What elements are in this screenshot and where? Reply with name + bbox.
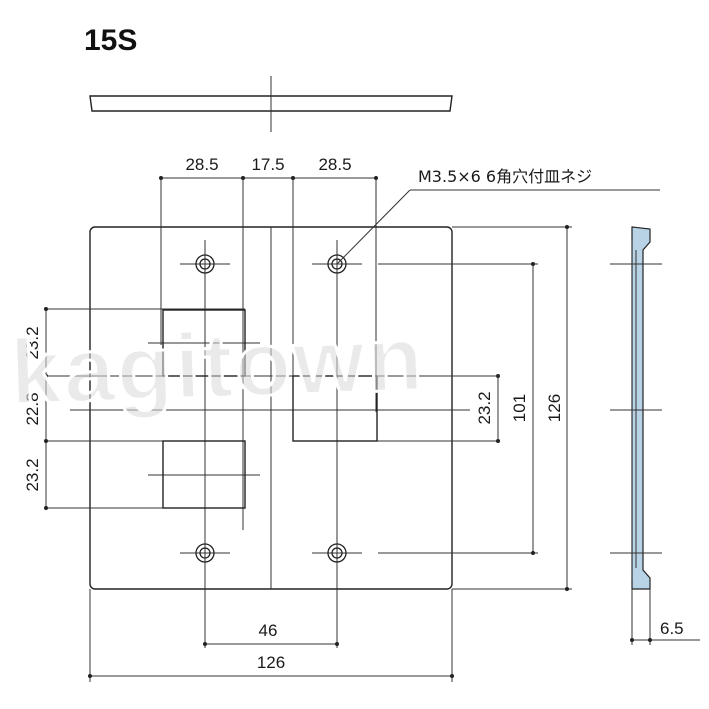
top-edge-view <box>89 76 453 132</box>
dim-side-thickness: 6.5 <box>660 619 684 638</box>
dim-left-mid: 22.8 <box>23 392 42 425</box>
top-dimension: 28.5 17.5 28.5 <box>159 155 378 180</box>
right-dimension-pitch: 101 <box>510 262 535 555</box>
dim-top-mid: 17.5 <box>251 155 284 174</box>
opening-upper-left <box>162 309 246 377</box>
right-dimension-inner: 23.2 <box>378 374 500 443</box>
left-dimension: 23.2 22.8 23.2 <box>23 307 48 510</box>
front-plate <box>44 176 660 590</box>
dim-left-upper: 23.2 <box>23 326 42 359</box>
dim-bottom-total: 126 <box>257 653 285 672</box>
side-view: 6.5 <box>610 226 700 645</box>
dim-left-lower: 23.2 <box>23 458 42 491</box>
right-dimension-total: 126 <box>545 225 569 591</box>
screw-hole <box>180 543 230 563</box>
bottom-dimension-pitch: 46 <box>203 566 339 648</box>
dim-bottom-pitch: 46 <box>259 621 278 640</box>
dim-top-right: 28.5 <box>318 155 351 174</box>
dim-top-left: 28.5 <box>185 155 218 174</box>
bottom-dimension-total: 126 <box>88 589 454 682</box>
dim-right-pitch: 101 <box>510 394 529 422</box>
screw-hole <box>312 543 362 563</box>
opening-lower-left <box>162 440 246 509</box>
dim-right-total: 126 <box>545 394 564 422</box>
watermark-text: kagitown <box>8 308 426 424</box>
model-title: 15S <box>84 24 137 57</box>
opening-right <box>292 375 378 442</box>
dim-right-inner: 23.2 <box>475 391 494 424</box>
screw-label: M3.5×6 6角穴付皿ネジ <box>418 167 592 186</box>
screw-hole <box>180 254 230 274</box>
